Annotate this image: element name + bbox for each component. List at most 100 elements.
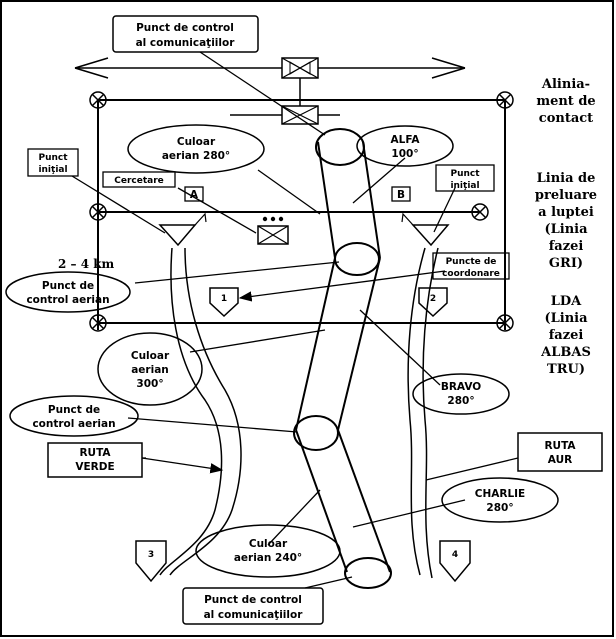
svg-text:Culoar: Culoar <box>249 538 288 550</box>
svg-text:preluare: preluare <box>535 188 597 203</box>
alfa-callout: ALFA 100° <box>356 125 454 167</box>
bravo-callout: BRAVO 280° <box>412 373 510 415</box>
svg-text:280°: 280° <box>447 395 474 407</box>
svg-text:Punct de control: Punct de control <box>204 594 302 606</box>
svg-text:fazei: fazei <box>549 239 584 254</box>
svg-text:B: B <box>397 189 405 201</box>
lda-label: LDA (Linia fazei ALBAS TRU) <box>540 294 591 377</box>
ruta-aur-callout: RUTA AUR <box>517 432 603 472</box>
svg-text:(Linia: (Linia <box>544 222 588 237</box>
svg-text:RUTA: RUTA <box>544 440 576 452</box>
box-a: A <box>184 186 204 202</box>
marker-3: 3 <box>135 540 167 583</box>
corridor-300-callout: Culoar aerian 300° <box>97 332 203 406</box>
svg-text:Puncte de: Puncte de <box>446 257 497 267</box>
boundary-marker-icon <box>471 203 489 221</box>
svg-text:iniţial: iniţial <box>450 181 479 191</box>
svg-text:LDA: LDA <box>551 294 582 309</box>
svg-text:Punct: Punct <box>38 153 68 163</box>
marker-4: 4 <box>439 540 471 583</box>
svg-text:RUTA: RUTA <box>79 447 111 459</box>
corridor-240-callout: Culoar aerian 240° <box>195 524 341 578</box>
initial-point-right <box>401 212 450 247</box>
svg-text:BRAVO: BRAVO <box>441 381 481 393</box>
svg-text:Punct: Punct <box>450 169 480 179</box>
corridor-280-callout: Culoar aerian 280° <box>127 124 265 174</box>
svg-text:280°: 280° <box>486 502 513 514</box>
marker-1: 1 <box>209 287 239 318</box>
svg-text:AUR: AUR <box>548 454 572 466</box>
boundary-marker-icon <box>496 91 514 109</box>
contact-control-point <box>230 78 340 125</box>
svg-text:coordonare: coordonare <box>442 269 500 279</box>
boundary-marker-icon <box>89 203 107 221</box>
svg-text:2: 2 <box>430 294 436 304</box>
svg-text:aerian: aerian <box>131 364 169 376</box>
coordination-points-callout: Puncte de coordonare <box>432 252 510 280</box>
ruta-verde-callout: RUTA VERDE <box>47 442 143 478</box>
svg-text:4: 4 <box>452 550 458 560</box>
svg-text:ALFA: ALFA <box>391 134 421 146</box>
initial-point-left <box>158 212 207 247</box>
corridor-node-3 <box>293 415 339 451</box>
contact-line-label: Alinia- ment de contact <box>536 77 595 126</box>
svg-text:TRU): TRU) <box>547 362 585 377</box>
svg-text:al comunicaţiilor: al comunicaţiilor <box>136 37 236 49</box>
svg-text:contact: contact <box>539 111 593 126</box>
reconnaissance-callout: Cercetare <box>102 171 176 188</box>
svg-text:Punct de: Punct de <box>48 404 100 416</box>
distance-label: 2 – 4 km <box>58 257 115 271</box>
svg-text:100°: 100° <box>391 148 418 160</box>
svg-text:(Linia: (Linia <box>544 311 588 326</box>
svg-text:fazei: fazei <box>549 328 584 343</box>
svg-text:Culoar: Culoar <box>177 136 216 148</box>
svg-text:3: 3 <box>148 550 154 560</box>
svg-text:aerian 280°: aerian 280° <box>162 150 230 162</box>
svg-text:Cercetare: Cercetare <box>114 176 164 186</box>
svg-text:CHARLIE: CHARLIE <box>475 488 525 500</box>
ruta-verde-route <box>159 247 242 576</box>
svg-text:1: 1 <box>221 294 227 304</box>
comm-point-top-callout: Punct de control al comunicaţiilor <box>112 15 259 53</box>
boundary-marker-icon <box>89 91 107 109</box>
boundary-marker-icon <box>496 314 514 332</box>
comm-point-bottom-callout: Punct de control al comunicaţiilor <box>182 587 324 625</box>
air-corridor-tube <box>293 128 392 589</box>
svg-text:iniţial: iniţial <box>38 165 67 175</box>
reconnaissance-marker <box>257 216 289 245</box>
svg-text:control aerian: control aerian <box>32 418 115 430</box>
boundary-markers <box>89 91 514 332</box>
boundary-marker-icon <box>89 314 107 332</box>
ruta-aur-route <box>407 247 439 579</box>
svg-text:Punct de: Punct de <box>42 280 94 292</box>
svg-text:A: A <box>190 189 199 201</box>
svg-text:control aerian: control aerian <box>26 294 109 306</box>
initial-point-left-callout: Punct iniţial <box>27 148 79 177</box>
svg-text:300°: 300° <box>136 378 163 390</box>
svg-text:Punct de control: Punct de control <box>136 22 234 34</box>
air-control-point-2-callout: Punct de control aerian <box>9 395 139 437</box>
corridor-node-top <box>315 128 365 166</box>
svg-text:Culoar: Culoar <box>131 350 170 362</box>
box-b: B <box>391 186 411 202</box>
corridor-node-bottom <box>344 557 392 589</box>
leader-lines <box>71 51 519 589</box>
svg-text:al comunicaţiilor: al comunicaţiilor <box>204 609 304 621</box>
svg-text:Linia de: Linia de <box>537 171 596 186</box>
marker-2: 2 <box>418 287 448 318</box>
svg-text:a luptei: a luptei <box>538 205 594 220</box>
top-arrow <box>74 57 466 79</box>
svg-text:Alinia-: Alinia- <box>541 77 590 92</box>
air-control-point-1-callout: Punct de control aerian <box>5 271 131 313</box>
charlie-callout: CHARLIE 280° <box>441 477 559 523</box>
svg-text:aerian 240°: aerian 240° <box>234 552 302 564</box>
svg-text:ment de: ment de <box>536 94 595 109</box>
svg-text:VERDE: VERDE <box>75 461 114 473</box>
initial-point-right-callout: Punct iniţial <box>435 164 495 192</box>
battle-handover-line-label: Linia de preluare a luptei (Linia fazei … <box>535 171 597 271</box>
svg-text:ALBAS: ALBAS <box>540 345 591 360</box>
svg-text:GRI): GRI) <box>549 256 583 271</box>
corridor-node-2 <box>334 242 380 276</box>
